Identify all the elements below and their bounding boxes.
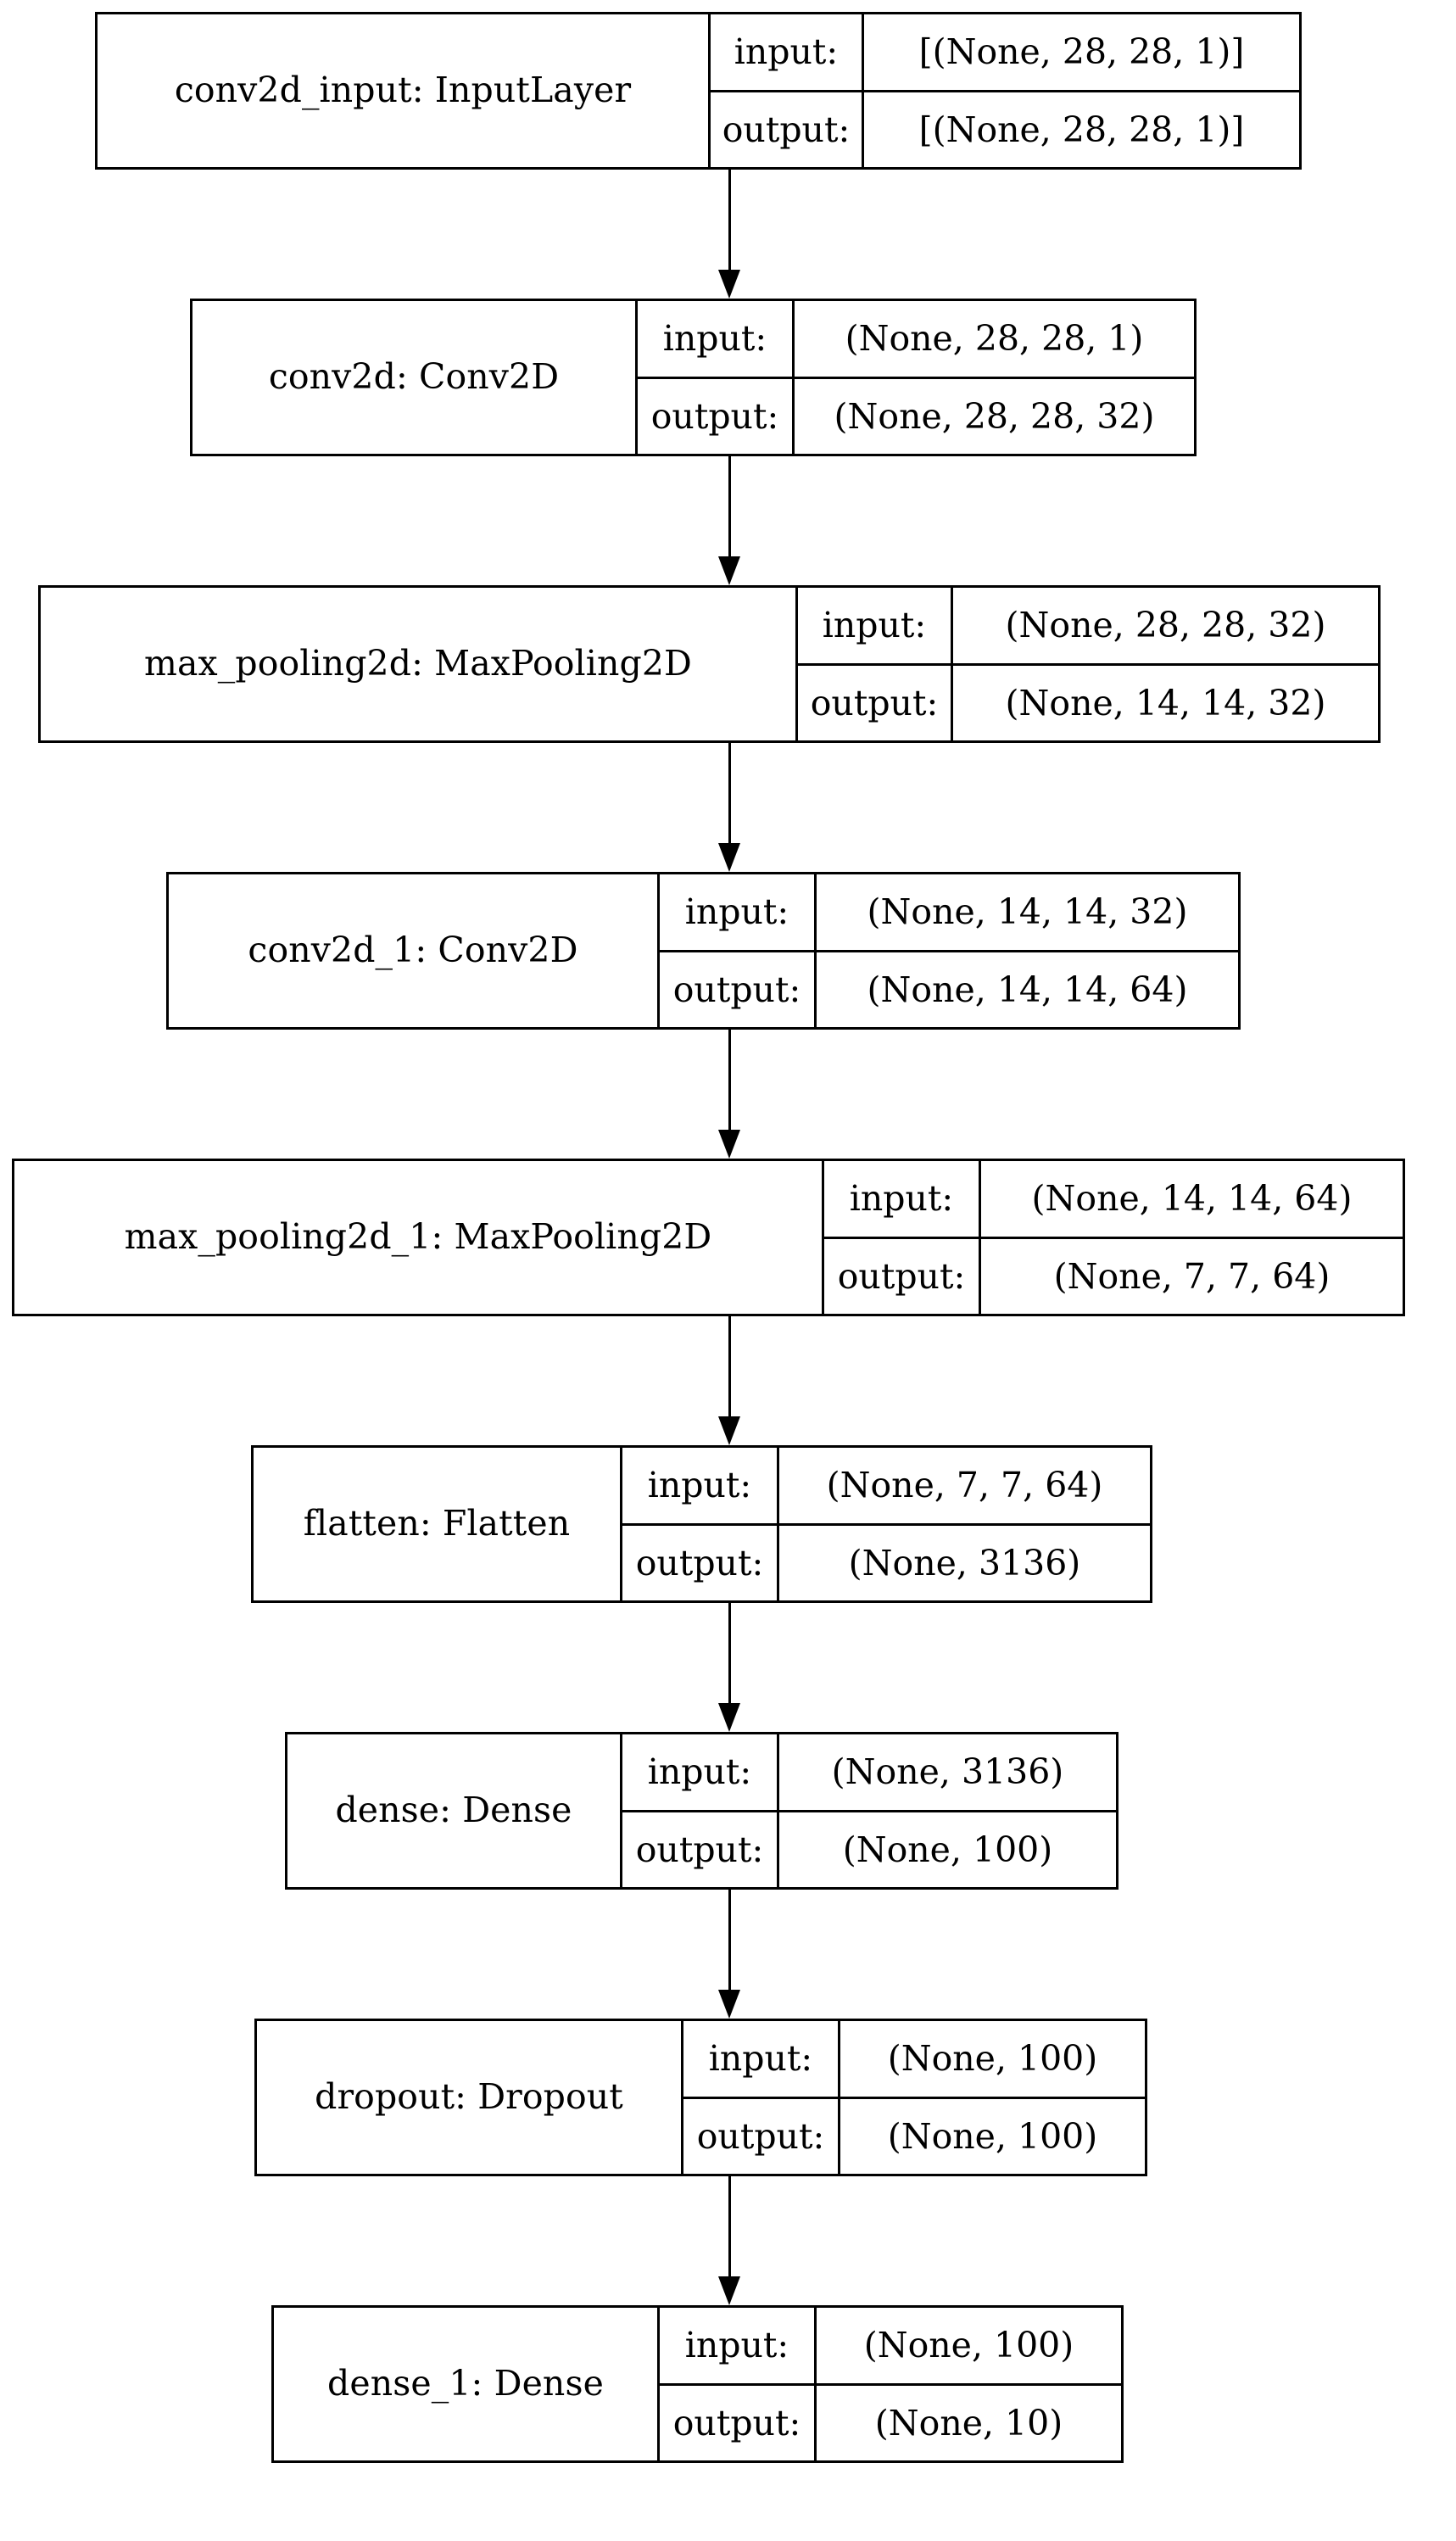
io-label-input-flatten: input:: [647, 1465, 752, 1506]
io-row-input-flatten: input: (None, 7, 7, 64): [622, 1448, 1150, 1526]
io-value-input-max_pooling2d: (None, 28, 28, 32): [951, 588, 1378, 663]
io-value-input-dense: (None, 3136): [777, 1734, 1116, 1810]
io-label-input-conv2d: input:: [662, 318, 767, 360]
layer-io-table-dense: input: (None, 3136) output: (None, 100): [620, 1734, 1116, 1887]
io-row-input-max_pooling2d_1: input: (None, 14, 14, 64): [824, 1161, 1403, 1239]
layer-name-dense: dense: Dense: [335, 1790, 572, 1831]
io-label-output-dropout: output:: [696, 2115, 825, 2157]
arrowhead-icon: [718, 1703, 740, 1732]
io-row-input-dropout: input: (None, 100): [683, 2021, 1145, 2099]
io-value-input-conv2d: (None, 28, 28, 1): [792, 301, 1194, 377]
io-value-output-max_pooling2d_1: (None, 7, 7, 64): [979, 1238, 1403, 1314]
arrowhead-icon: [718, 843, 740, 872]
edge-line: [728, 1603, 731, 1706]
io-label-output-conv2d_1: output:: [672, 969, 801, 1010]
arrowhead-icon: [718, 270, 740, 299]
edge-line: [728, 2176, 731, 2280]
layer-name-dense_1: dense_1: Dense: [327, 2363, 604, 2404]
io-value-output-dense_1: (None, 10): [814, 2385, 1121, 2460]
io-row-input-dense_1: input: (None, 100): [660, 2308, 1121, 2386]
layer-io-table-conv2d_1: input: (None, 14, 14, 32) output: (None, 14…: [657, 874, 1238, 1027]
io-label-output-dense: output:: [635, 1829, 764, 1870]
io-label-input-dropout: input:: [708, 2038, 813, 2080]
io-value-input-dropout: (None, 100): [838, 2021, 1145, 2097]
io-value-output-max_pooling2d: (None, 14, 14, 32): [951, 665, 1378, 740]
layer-name-dropout: dropout: Dropout: [315, 2076, 623, 2118]
layer-name-conv2d: conv2d: Conv2D: [268, 356, 560, 398]
layer-node-dense: dense: Dense input: (None, 3136) output: (No…: [285, 1732, 1118, 1890]
edge-line: [728, 170, 731, 273]
layer-name-conv2d_input: conv2d_input: InputLayer: [174, 70, 632, 111]
io-row-input-conv2d: input: (None, 28, 28, 1): [638, 301, 1194, 379]
io-value-input-flatten: (None, 7, 7, 64): [777, 1448, 1150, 1523]
io-value-output-conv2d_1: (None, 14, 14, 64): [814, 952, 1238, 1027]
layer-io-table-conv2d_input: input: [(None, 28, 28, 1)] output: [(None, …: [708, 14, 1299, 167]
io-row-output-flatten: output: (None, 3136): [622, 1525, 1150, 1600]
io-label-output-conv2d_input: output:: [722, 109, 851, 150]
io-row-output-dropout: output: (None, 100): [683, 2098, 1145, 2174]
io-row-output-conv2d_input: output: [(None, 28, 28, 1)]: [711, 92, 1299, 167]
io-row-output-dense_1: output: (None, 10): [660, 2385, 1121, 2460]
io-label-output-flatten: output:: [635, 1542, 764, 1583]
io-value-output-dense: (None, 100): [777, 1812, 1116, 1887]
layer-io-table-dense_1: input: (None, 100) output: (None, 10): [657, 2308, 1121, 2460]
arrowhead-icon: [718, 556, 740, 585]
edge-line: [728, 1030, 731, 1133]
edge-line: [728, 456, 731, 560]
io-label-output-max_pooling2d_1: output:: [837, 1255, 966, 1297]
arrowhead-icon: [718, 1416, 740, 1445]
io-row-output-dense: output: (None, 100): [622, 1812, 1116, 1887]
layer-name-flatten: flatten: Flatten: [303, 1503, 571, 1544]
io-value-output-conv2d: (None, 28, 28, 32): [792, 378, 1194, 454]
io-label-output-max_pooling2d: output:: [810, 682, 939, 723]
io-row-output-max_pooling2d_1: output: (None, 7, 7, 64): [824, 1238, 1403, 1314]
edge-line: [728, 1316, 731, 1420]
layer-io-table-dropout: input: (None, 100) output: (None, 100): [681, 2021, 1145, 2174]
io-value-output-flatten: (None, 3136): [777, 1525, 1150, 1600]
layer-io-table-max_pooling2d: input: (None, 28, 28, 32) output: (None, 14…: [795, 588, 1378, 740]
io-row-input-conv2d_1: input: (None, 14, 14, 32): [660, 874, 1238, 952]
io-row-input-max_pooling2d: input: (None, 28, 28, 32): [798, 588, 1378, 666]
io-value-output-dropout: (None, 100): [838, 2098, 1145, 2174]
layer-name-conv2d_1: conv2d_1: Conv2D: [248, 930, 578, 971]
io-label-input-dense_1: input:: [684, 2325, 789, 2366]
io-label-input-max_pooling2d: input:: [822, 605, 927, 646]
layer-io-table-max_pooling2d_1: input: (None, 14, 14, 64) output: (None, 7,…: [822, 1161, 1403, 1314]
layer-node-conv2d_input: conv2d_input: InputLayer input: [(None, 28…: [95, 12, 1302, 170]
io-label-input-dense: input:: [647, 1751, 752, 1793]
io-row-input-dense: input: (None, 3136): [622, 1734, 1116, 1812]
io-value-input-max_pooling2d_1: (None, 14, 14, 64): [979, 1161, 1403, 1237]
io-row-output-max_pooling2d: output: (None, 14, 14, 32): [798, 665, 1378, 740]
io-label-input-max_pooling2d_1: input:: [849, 1178, 954, 1220]
layer-node-dense_1: dense_1: Dense input: (None, 100) output: (N…: [271, 2305, 1124, 2463]
layer-name-max_pooling2d: max_pooling2d: MaxPooling2D: [144, 643, 692, 684]
layer-node-max_pooling2d_1: max_pooling2d_1: MaxPooling2D input: (None…: [12, 1159, 1405, 1316]
arrowhead-icon: [718, 2276, 740, 2305]
arrowhead-icon: [718, 1990, 740, 2019]
edge-line: [728, 743, 731, 846]
io-row-output-conv2d_1: output: (None, 14, 14, 64): [660, 952, 1238, 1027]
io-value-input-dense_1: (None, 100): [814, 2308, 1121, 2383]
layer-node-max_pooling2d: max_pooling2d: MaxPooling2D input: (None, …: [38, 585, 1381, 743]
io-label-input-conv2d_input: input:: [734, 31, 839, 73]
edge-line: [728, 1890, 731, 1993]
layer-io-table-conv2d: input: (None, 28, 28, 1) output: (None, 28,…: [635, 301, 1194, 454]
io-value-output-conv2d_input: [(None, 28, 28, 1)]: [862, 92, 1299, 167]
layer-io-table-flatten: input: (None, 7, 7, 64) output: (None, 3136…: [620, 1448, 1150, 1600]
io-value-input-conv2d_1: (None, 14, 14, 32): [814, 874, 1238, 950]
io-label-output-dense_1: output:: [672, 2402, 801, 2443]
io-value-input-conv2d_input: [(None, 28, 28, 1)]: [862, 14, 1299, 90]
io-label-output-conv2d: output:: [650, 395, 779, 437]
io-label-input-conv2d_1: input:: [684, 891, 789, 933]
io-row-output-conv2d: output: (None, 28, 28, 32): [638, 378, 1194, 454]
arrowhead-icon: [718, 1130, 740, 1159]
io-row-input-conv2d_input: input: [(None, 28, 28, 1)]: [711, 14, 1299, 92]
layer-name-max_pooling2d_1: max_pooling2d_1: MaxPooling2D: [124, 1216, 712, 1258]
layer-node-conv2d_1: conv2d_1: Conv2D input: (None, 14, 14, 32)…: [166, 872, 1241, 1030]
